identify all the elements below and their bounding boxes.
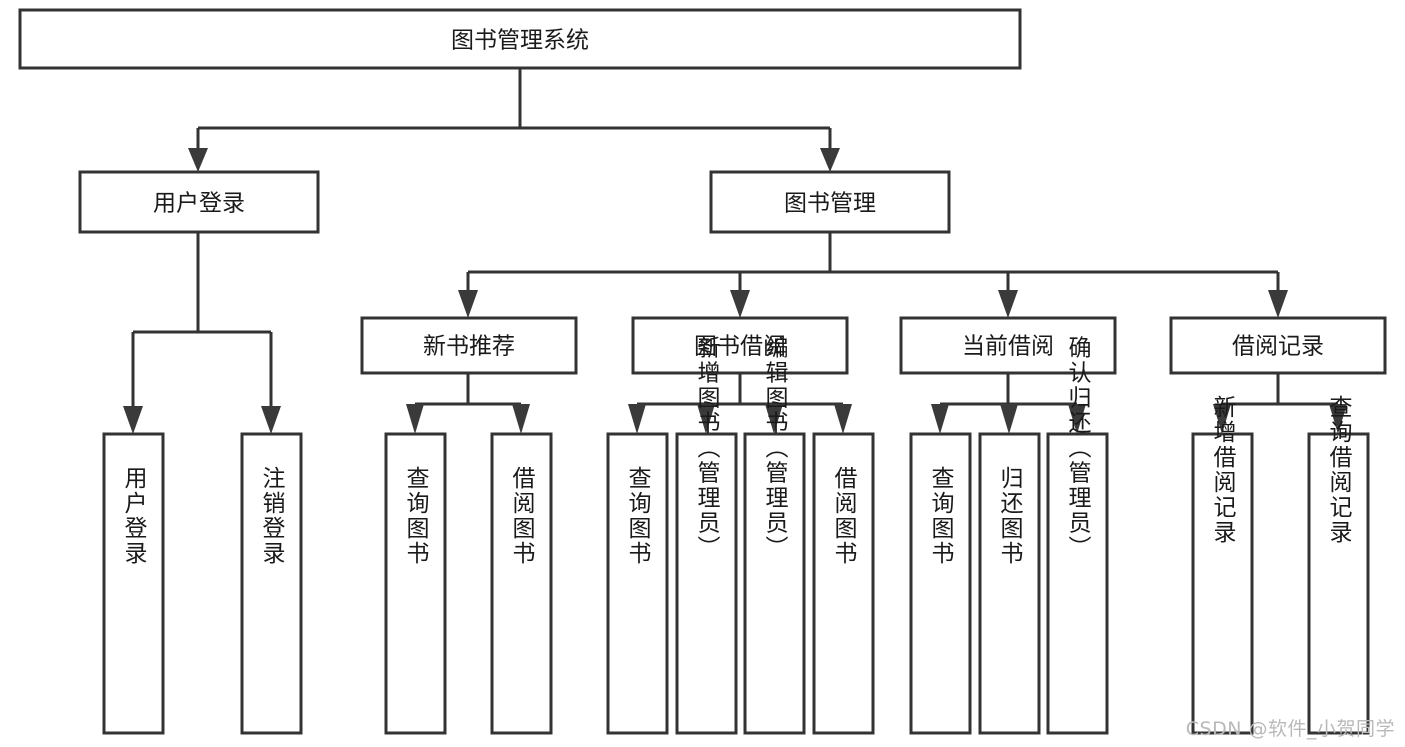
node-book-manage-box[interactable] (709, 170, 951, 234)
leaf-borrow-borrow-box[interactable] (812, 432, 875, 735)
node-new-book[interactable]: 新书推荐 (360, 316, 578, 375)
node-root[interactable]: 图书管理系统 (18, 8, 1022, 70)
leaf-borrow-borrow[interactable]: 借阅图书 (812, 432, 875, 735)
leaf-borrow-borrow-label: 借阅图书 (830, 466, 858, 566)
arrow-icon-to-leaf-user-login (123, 406, 143, 434)
arrow-icon-current-leaf-3 (1068, 404, 1086, 434)
leaf-newbook-borrow[interactable]: 借阅图书 (490, 432, 553, 735)
leaf-current-confirm-label: 确认归还（管理员） (1064, 336, 1092, 561)
arrow-icon-record-leaf-2 (1329, 404, 1347, 434)
arrow-icon-to-book-manage (820, 148, 840, 172)
leaf-newbook-borrow-label: 借阅图书 (508, 466, 536, 566)
leaf-user-login[interactable]: 用户登录 (102, 432, 165, 735)
arrow-icon-to-current (998, 290, 1018, 318)
node-new-book-box[interactable] (360, 316, 578, 375)
leaf-current-return-box[interactable] (978, 432, 1041, 735)
leaf-borrow-query-box[interactable] (606, 432, 669, 735)
arrow-icon-to-newbook (458, 290, 478, 318)
leaf-borrow-edit-box[interactable] (743, 432, 806, 735)
leaf-borrow-add[interactable]: 新增图书（管理员） (675, 336, 738, 735)
arrow-icon-to-record (1268, 290, 1288, 318)
arrow-icon-borrow-leaf-4 (834, 404, 852, 434)
arrow-icon-to-leaf-logout (261, 406, 281, 434)
leaf-record-query-label: 查询借阅记录 (1325, 395, 1353, 545)
arrow-icon-current-leaf-1 (931, 404, 949, 434)
node-current-borrow-box[interactable] (899, 316, 1117, 375)
node-root-label: 图书管理系统 (451, 28, 589, 54)
leaf-record-add-label: 新增借阅记录 (1209, 395, 1237, 545)
leaf-record-query[interactable]: 查询借阅记录 (1307, 395, 1370, 735)
node-borrow-record[interactable]: 借阅记录 (1169, 316, 1387, 375)
leaf-current-return[interactable]: 归还图书 (978, 432, 1041, 735)
node-current-borrow[interactable]: 当前借阅 (899, 316, 1117, 375)
leaf-current-confirm[interactable]: 确认归还（管理员） (1046, 336, 1109, 735)
leaf-logout-label: 注销登录 (258, 466, 286, 566)
leaf-newbook-query[interactable]: 查询图书 (384, 432, 447, 735)
leaf-logout[interactable]: 注销登录 (240, 432, 303, 735)
node-user-login-label: 用户登录 (153, 191, 245, 217)
arrow-icon-to-borrow (730, 290, 750, 318)
leaf-borrow-edit-label: 编辑图书（管理员） (761, 336, 789, 561)
node-book-manage[interactable]: 图书管理 (709, 170, 951, 234)
leaf-newbook-query-box[interactable] (384, 432, 447, 735)
node-borrow-record-label: 借阅记录 (1232, 334, 1324, 360)
arrow-icon-record-leaf-1 (1213, 404, 1231, 434)
arrowhead-layer (123, 148, 1347, 434)
arrow-icon-borrow-leaf-3 (765, 404, 783, 434)
leaf-borrow-add-label: 新增图书（管理员） (693, 336, 721, 561)
leaf-borrow-query[interactable]: 查询图书 (606, 432, 669, 735)
node-book-borrow-label: 图书借阅 (694, 334, 786, 360)
leaf-user-login-box[interactable] (102, 432, 165, 735)
arrow-icon-borrow-leaf-1 (628, 404, 646, 434)
leaf-current-query[interactable]: 查询图书 (909, 432, 972, 735)
node-book-manage-label: 图书管理 (784, 191, 876, 217)
leaf-current-return-label: 归还图书 (996, 466, 1024, 566)
leaf-logout-box[interactable] (240, 432, 303, 735)
node-root-box[interactable] (18, 8, 1022, 70)
leaf-user-login-label: 用户登录 (120, 466, 148, 566)
leaf-record-query-box[interactable] (1307, 432, 1370, 735)
arrow-icon-borrow-leaf-2 (697, 404, 715, 434)
arrow-icon-newbook-leaf-2 (512, 404, 530, 434)
leaf-current-query-box[interactable] (909, 432, 972, 735)
leaf-borrow-add-box[interactable] (675, 432, 738, 735)
leaf-borrow-edit[interactable]: 编辑图书（管理员） (743, 336, 806, 735)
arrow-icon-current-leaf-2 (1000, 404, 1018, 434)
leaf-current-confirm-box[interactable] (1046, 432, 1109, 735)
arrow-icon-newbook-leaf-1 (406, 404, 424, 434)
node-new-book-label: 新书推荐 (423, 334, 515, 360)
leaf-newbook-query-label: 查询图书 (402, 466, 430, 566)
node-book-borrow[interactable]: 图书借阅 (631, 316, 849, 375)
node-current-borrow-label: 当前借阅 (962, 334, 1054, 360)
leaf-borrow-query-label: 查询图书 (624, 466, 652, 566)
node-user-login[interactable]: 用户登录 (78, 170, 320, 234)
leaf-record-add[interactable]: 新增借阅记录 (1191, 395, 1254, 735)
leaf-current-query-label: 查询图书 (927, 466, 955, 566)
arrow-icon-to-user-login (188, 148, 208, 172)
node-book-borrow-box[interactable] (631, 316, 849, 375)
node-borrow-record-box[interactable] (1169, 316, 1387, 375)
leaf-newbook-borrow-box[interactable] (490, 432, 553, 735)
leaf-record-add-box[interactable] (1191, 432, 1254, 735)
node-user-login-box[interactable] (78, 170, 320, 234)
